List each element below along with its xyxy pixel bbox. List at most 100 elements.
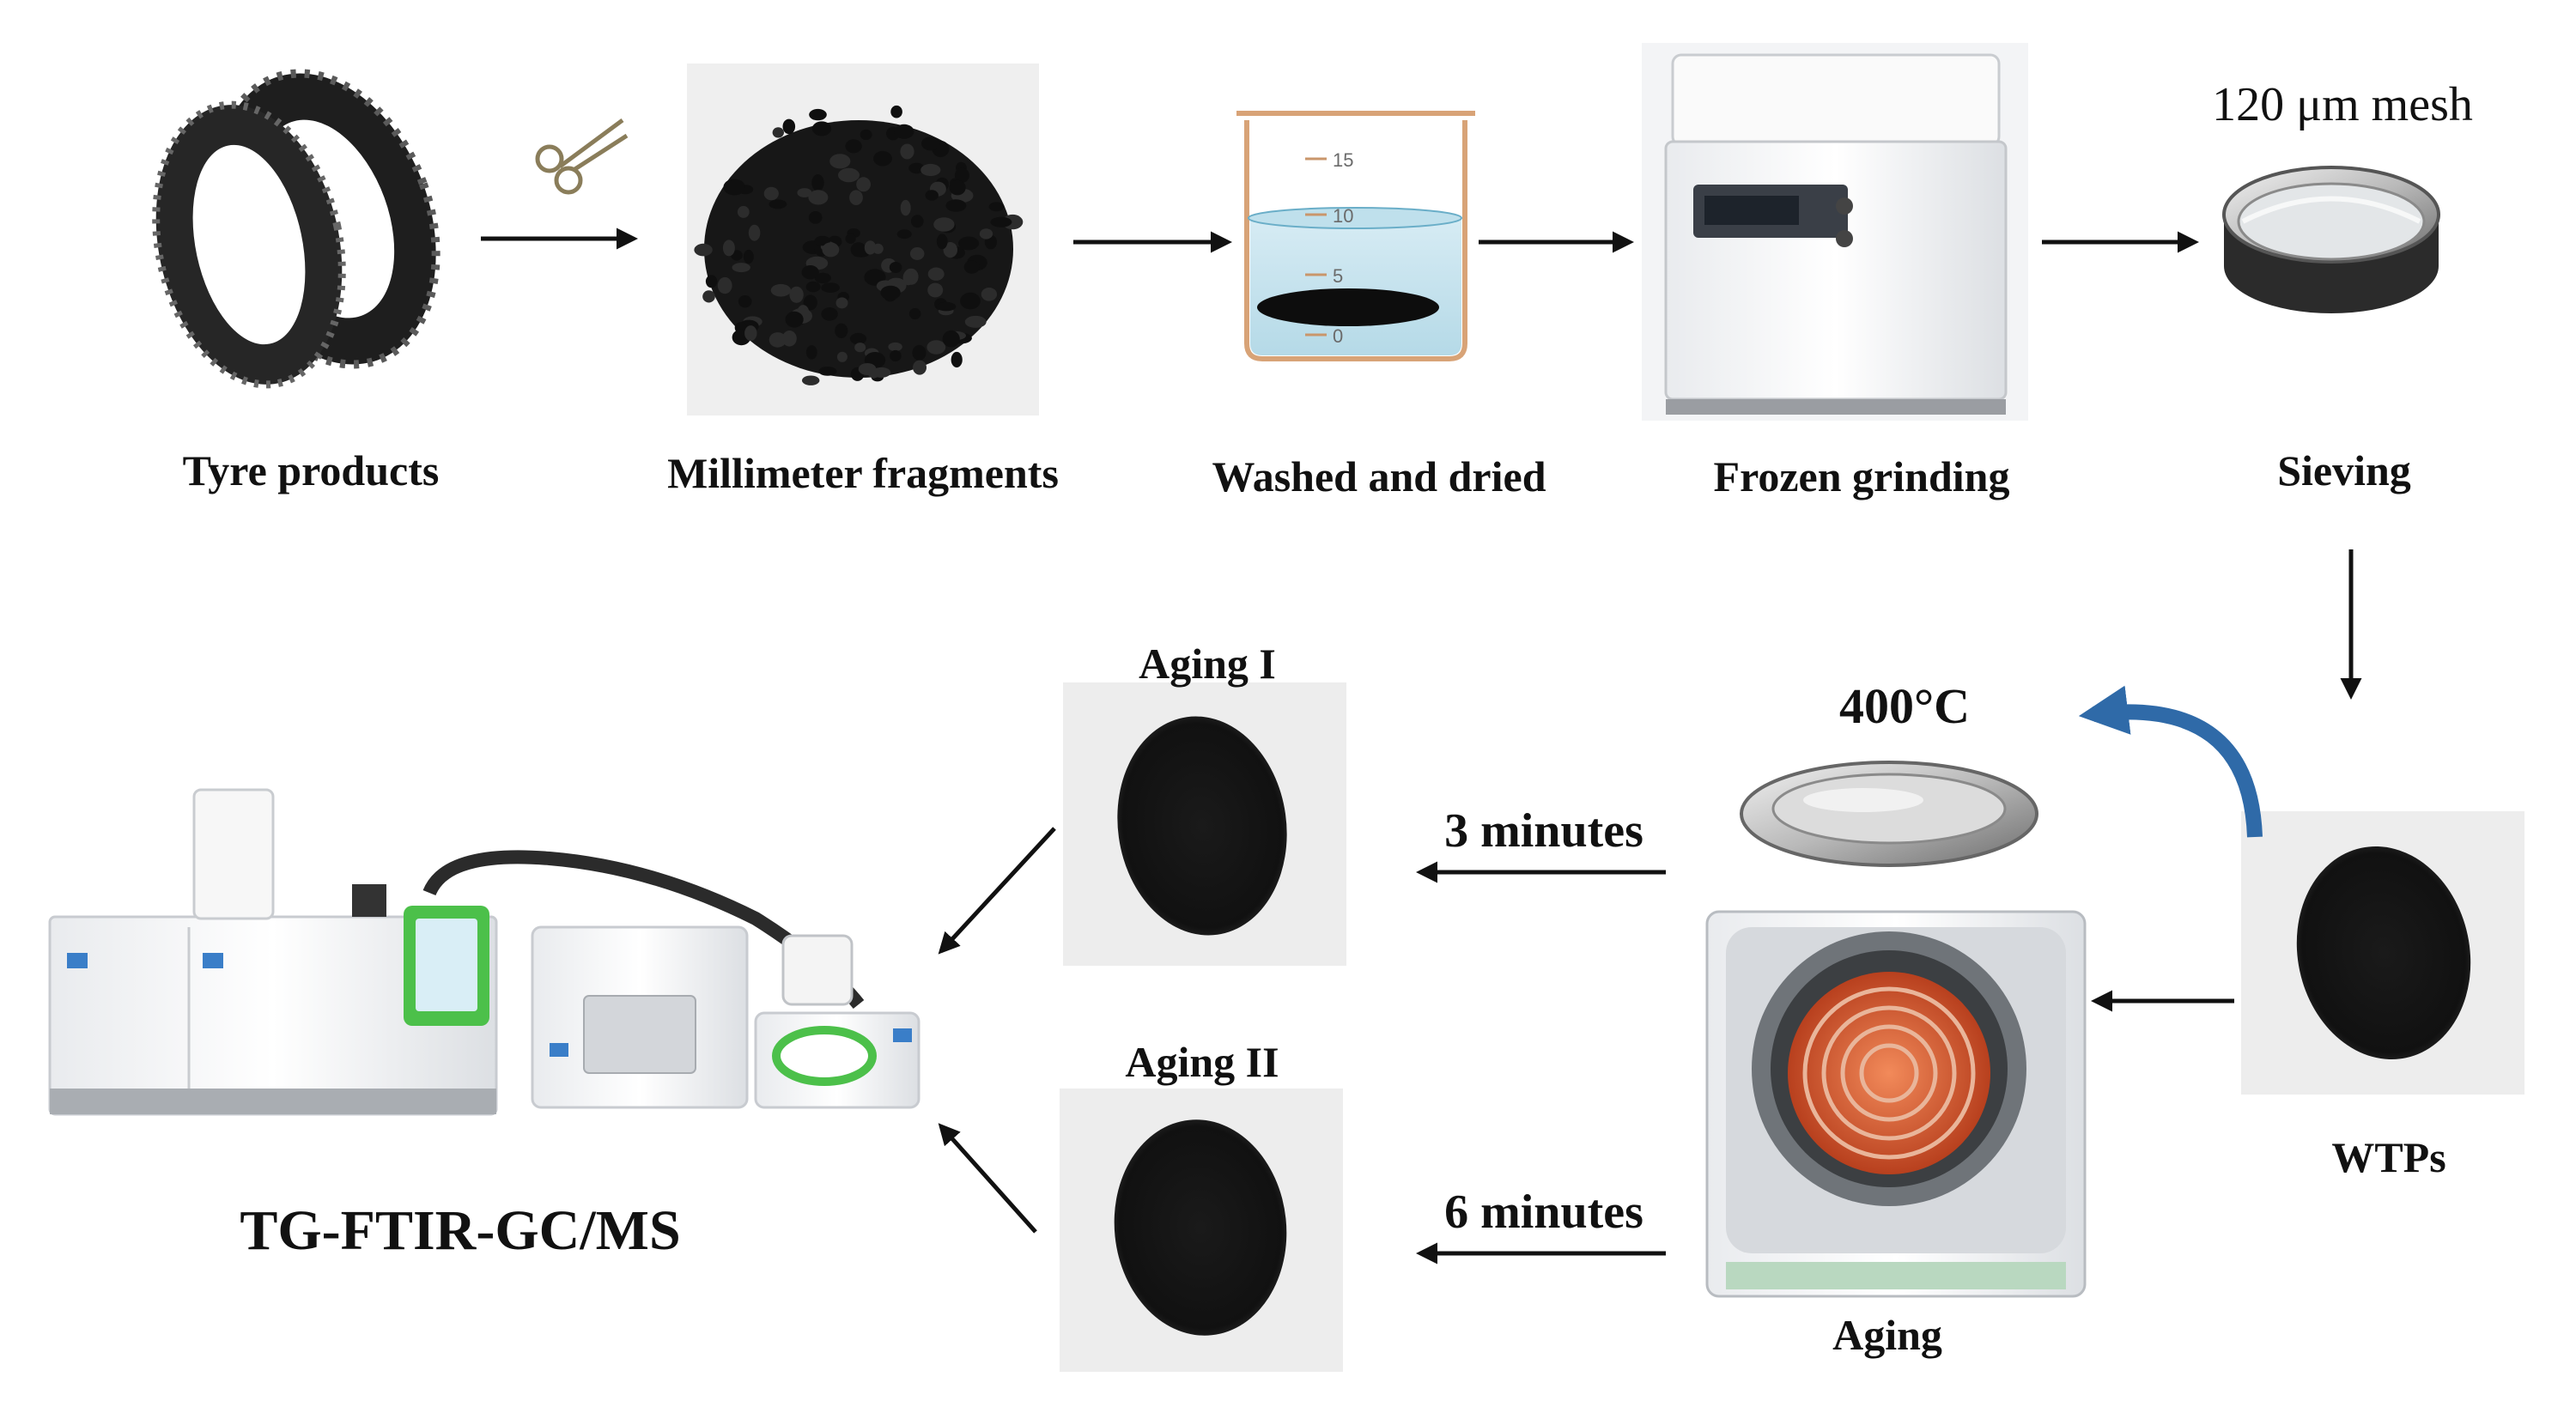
granule [936, 234, 948, 250]
granule [964, 315, 987, 328]
granule [908, 307, 921, 320]
aging1-image [1063, 682, 1346, 966]
granule [990, 216, 1012, 227]
granule [873, 150, 892, 167]
granule [782, 331, 797, 347]
granule [942, 330, 960, 348]
granule [811, 121, 832, 136]
granule [802, 375, 820, 385]
granule [951, 351, 963, 368]
label-aging-i: Aging I [1139, 640, 1276, 688]
granule [890, 105, 902, 118]
granule [954, 167, 969, 183]
granule [927, 267, 945, 281]
granule [836, 351, 848, 362]
label-temperature: 400°C [1839, 678, 1970, 734]
granule [849, 332, 867, 345]
granule [849, 190, 863, 205]
beaker-image: 15 10 5 0 [1236, 111, 1475, 361]
granule [748, 224, 761, 241]
instrument-image [48, 788, 920, 1116]
beaker-mark-5: 5 [1333, 265, 1343, 287]
granule [927, 340, 946, 355]
granule [723, 179, 745, 196]
granule [722, 240, 735, 257]
granule [933, 217, 955, 232]
label-washed-and-dried: Washed and dried [1212, 452, 1546, 500]
granule [797, 188, 812, 197]
label-aging-ii: Aging II [1125, 1038, 1279, 1086]
granule [805, 281, 821, 293]
granule [732, 263, 750, 273]
granule [838, 167, 860, 183]
aging2-image [1060, 1089, 1343, 1372]
tyre-image [152, 69, 440, 389]
granule [943, 242, 958, 258]
granule [872, 367, 891, 378]
granule [694, 243, 713, 257]
granule [803, 294, 817, 311]
granule [949, 179, 966, 196]
granule [811, 174, 824, 191]
label-3-minutes: 3 minutes [1444, 804, 1643, 858]
label-instrument: TG-FTIR-GC/MS [240, 1199, 680, 1262]
curved-arrow-wtps-to-temperature [2078, 685, 2263, 838]
label-mesh: 120 μm mesh [2212, 78, 2473, 131]
granule [936, 301, 957, 312]
granule [858, 363, 877, 375]
arrow-aging1-to-instrument [938, 827, 1056, 955]
hotplate-image [1705, 910, 2087, 1298]
granule [850, 242, 866, 258]
granule [737, 205, 750, 218]
granule [789, 286, 804, 303]
granule [814, 235, 830, 246]
granule [880, 285, 901, 300]
granule [822, 242, 840, 258]
beaker-mark-10: 10 [1333, 205, 1353, 227]
label-millimeter-fragments: Millimeter fragments [667, 449, 1059, 497]
granule [743, 249, 754, 264]
granule [809, 108, 827, 121]
granule [770, 283, 792, 297]
label-sieving: Sieving [2277, 446, 2411, 494]
granule [705, 275, 718, 288]
scissors-icon [535, 118, 629, 195]
granule [805, 345, 817, 360]
granule [913, 360, 927, 375]
granule [921, 136, 940, 151]
granule [856, 177, 871, 192]
granule [808, 211, 823, 224]
granule [911, 215, 924, 228]
granule [988, 202, 1005, 212]
granule [808, 190, 829, 205]
granule [738, 295, 752, 308]
arrow-aging2-to-instrument [938, 1123, 1037, 1234]
granule [890, 349, 902, 362]
sieve-image [2222, 166, 2440, 313]
granule [900, 199, 911, 216]
granule [835, 323, 848, 338]
granule [854, 343, 866, 353]
granule [821, 307, 838, 321]
granule [896, 229, 912, 240]
label-wtps: WTPs [2331, 1133, 2445, 1181]
granule [920, 163, 941, 177]
granule [888, 342, 902, 352]
granule [769, 332, 787, 348]
granule [912, 344, 927, 361]
granule [801, 265, 819, 280]
wtps-image [2241, 811, 2524, 1095]
granule [785, 311, 804, 328]
label-tyre-products: Tyre products [183, 446, 440, 494]
label-6-minutes: 6 minutes [1444, 1186, 1643, 1239]
granule [894, 124, 914, 139]
granule [908, 162, 925, 174]
granule [860, 129, 872, 140]
granule [909, 247, 925, 260]
granule [963, 260, 980, 274]
label-frozen-grinding: Frozen grinding [1714, 452, 2010, 500]
granule [889, 262, 902, 273]
fragments-image [687, 64, 1039, 415]
granule [821, 282, 840, 293]
